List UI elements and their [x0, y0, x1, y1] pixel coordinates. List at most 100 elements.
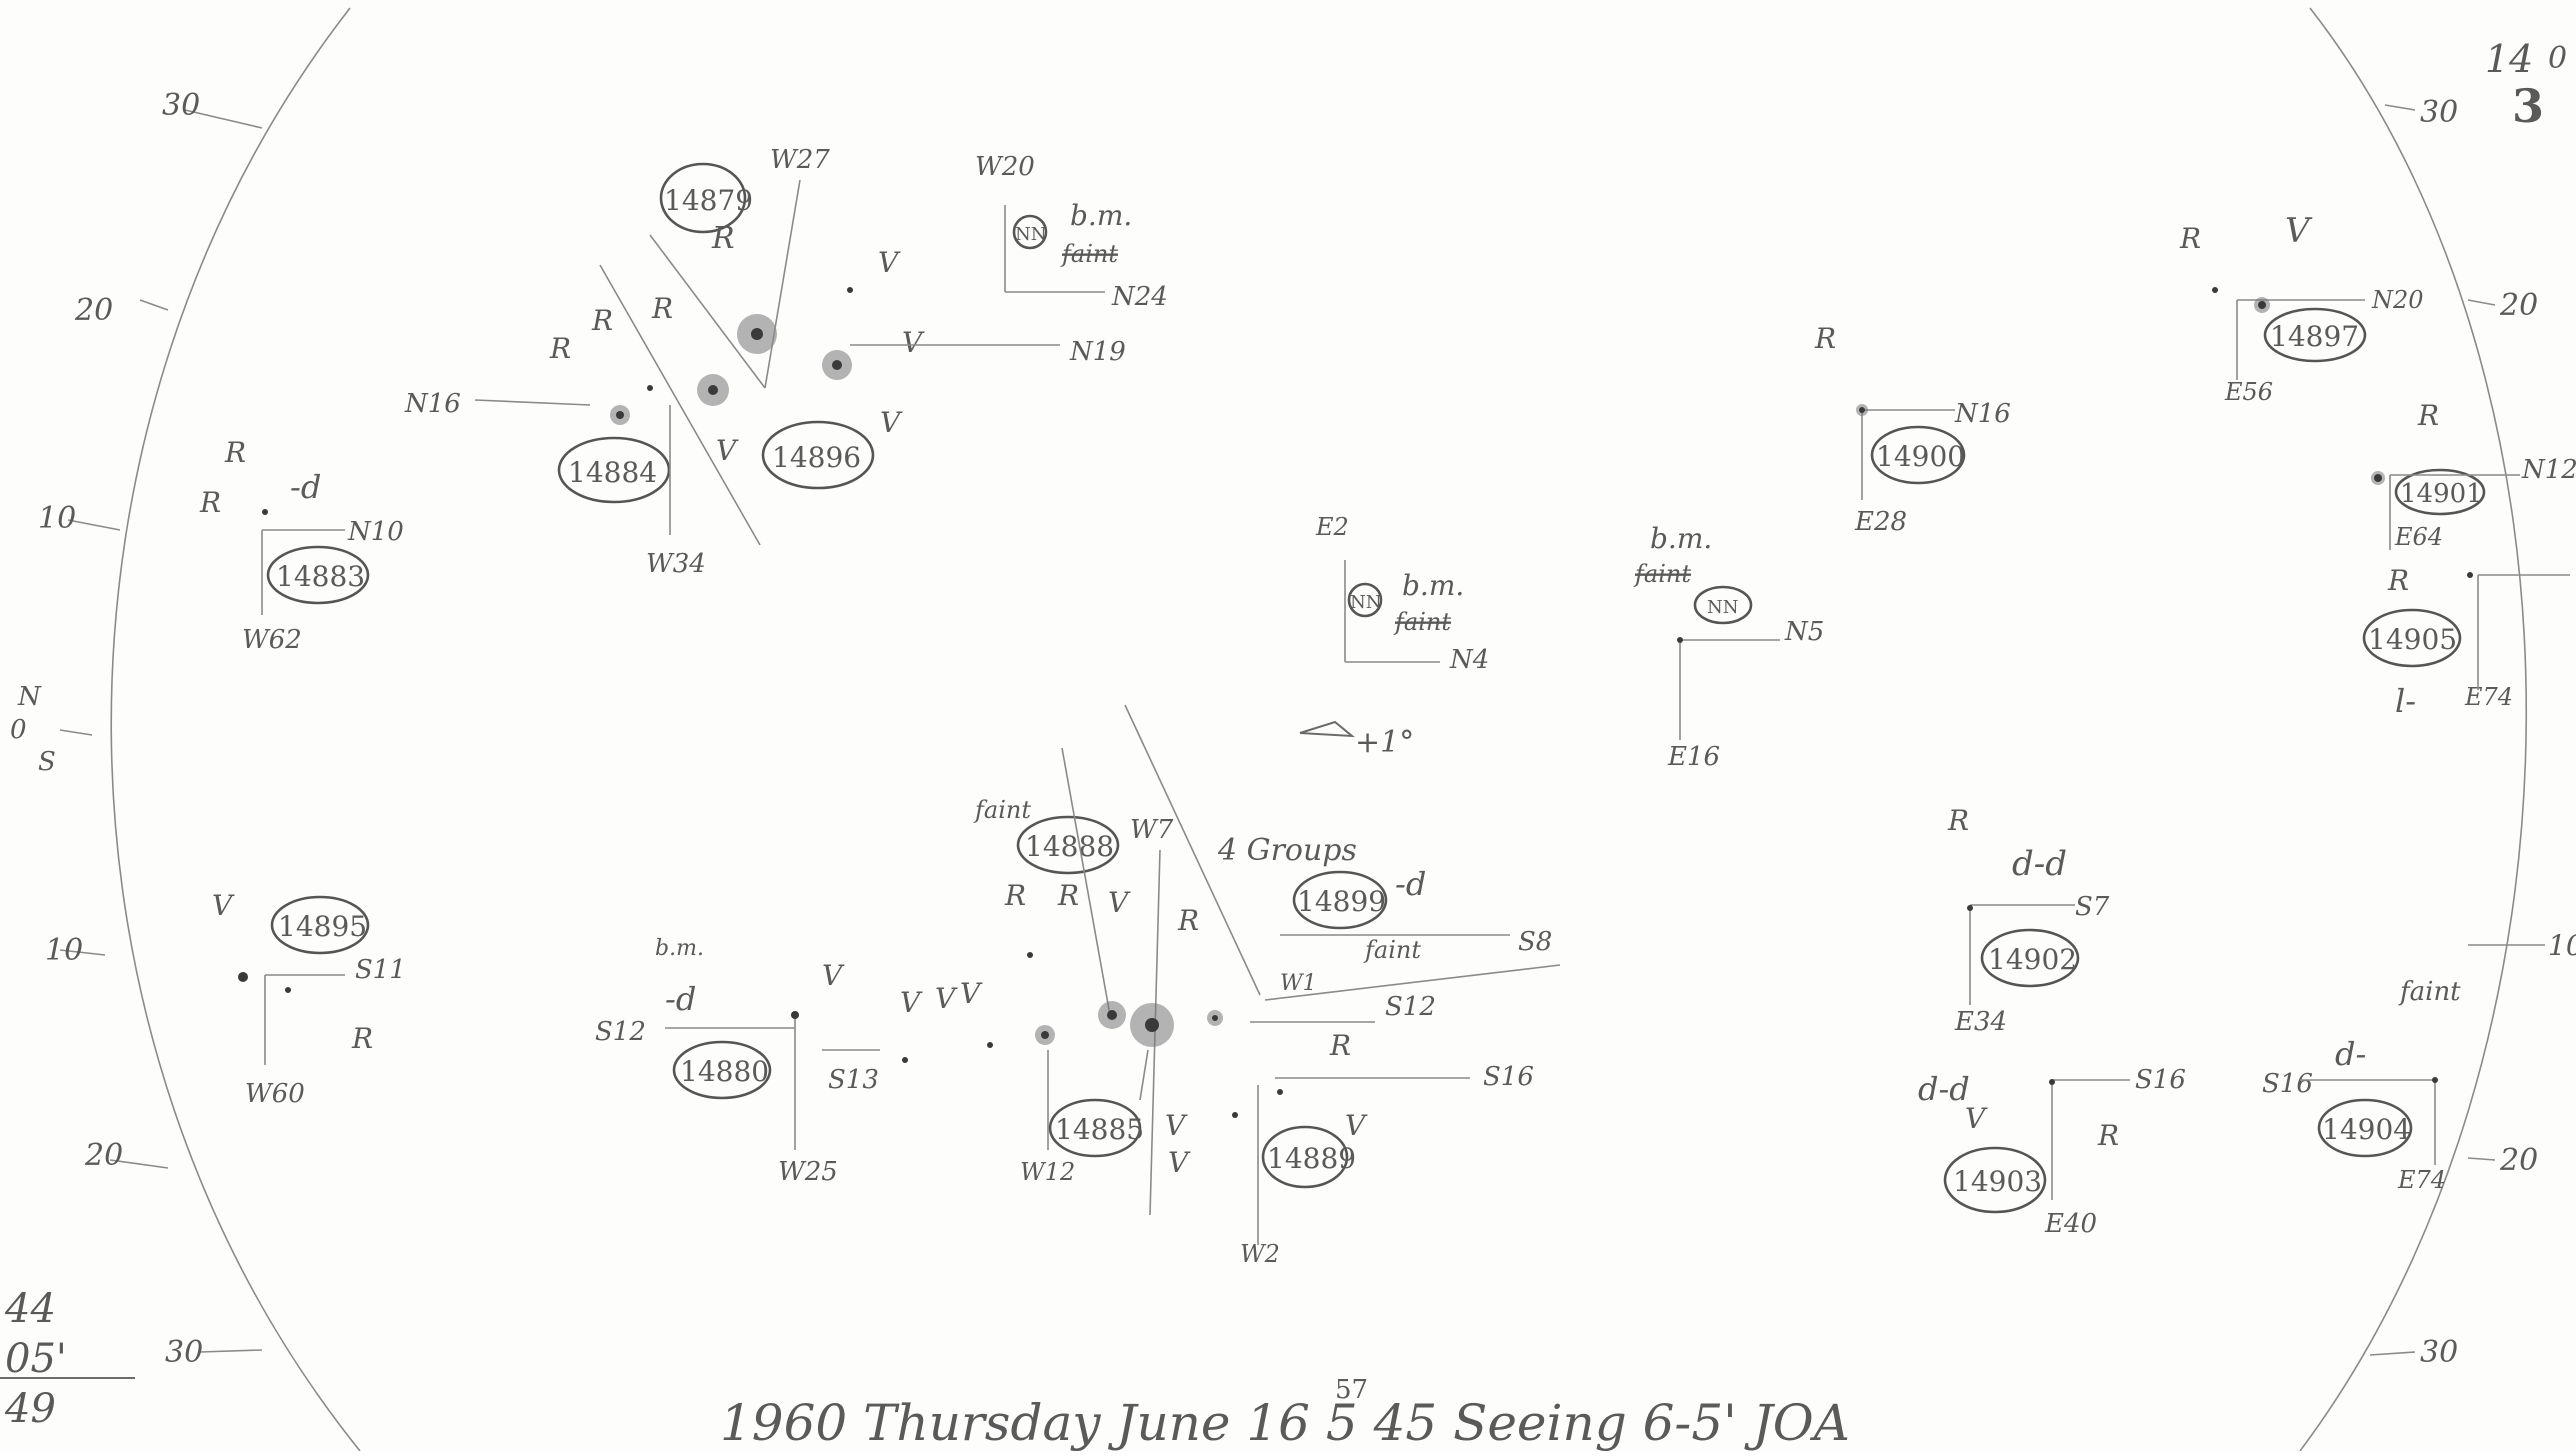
tag: V [900, 986, 923, 1019]
region-number: 14900 [1876, 440, 1965, 473]
svg-text:R: R [2417, 399, 2439, 432]
svg-text:N19: N19 [1069, 337, 1126, 367]
region-14879: 14879 R W27 [599, 145, 830, 546]
svg-text:-d: -d [290, 468, 321, 506]
region-number: 14883 [276, 560, 365, 593]
svg-text:R: R [2097, 1119, 2119, 1152]
right-limb-scale: 30 20 10 20 30 [2369, 95, 2576, 1370]
svg-text:faint: faint [973, 796, 1031, 824]
svg-text:E74: E74 [2464, 683, 2513, 711]
svg-text:b.m.: b.m. [1070, 199, 1132, 232]
svg-text:N10: N10 [347, 517, 404, 547]
region-14905: 14905 R l- E74 [2362, 564, 2570, 720]
svg-text:S13: S13 [828, 1065, 879, 1095]
region-number: 14904 [2322, 1113, 2411, 1146]
svg-text:-d: -d [665, 980, 696, 1018]
svg-text:faint: faint [2398, 977, 2461, 1007]
svg-text:E56: E56 [2224, 378, 2273, 406]
svg-text:faint: faint [1633, 560, 1691, 588]
region-number: 14888 [1025, 830, 1114, 863]
svg-text:R: R [651, 292, 673, 325]
scale-label: 0 [10, 715, 27, 745]
svg-text:d-: d- [2335, 1035, 2366, 1073]
svg-text:V: V [822, 959, 845, 992]
svg-text:S16: S16 [1483, 1062, 1534, 1092]
svg-text:W62: W62 [242, 625, 302, 655]
region-14896: 14896 V V V V N19 [716, 246, 1126, 490]
svg-text:S8: S8 [1518, 927, 1552, 957]
region-number: 14896 [772, 441, 861, 474]
svg-text:V: V [716, 434, 739, 467]
region-number: 14903 [1953, 1165, 2042, 1198]
scale-label: 30 [2420, 1335, 2458, 1370]
svg-text:V: V [1965, 1102, 1988, 1135]
svg-text:R: R [2387, 564, 2409, 597]
scale-label: 30 [162, 88, 200, 123]
region-14901: 14901 R N12 E64 [2371, 399, 2576, 551]
region-14902: 14902 R d-d S7 E34 [1947, 804, 2110, 1037]
svg-text:V: V [880, 406, 903, 439]
svg-text:05': 05' [5, 1336, 67, 1382]
svg-text:NN: NN [1350, 592, 1382, 613]
svg-text:V: V [212, 889, 235, 922]
region-14899: 14899 4 Groups -d faint S8 W1 S12 R S16 [1217, 833, 1561, 1092]
svg-text:b.m.: b.m. [655, 936, 704, 961]
svg-text:N5: N5 [1784, 617, 1824, 647]
region-number: 14899 [1297, 885, 1386, 918]
svg-text:R: R [1814, 322, 1836, 355]
svg-text:W25: W25 [778, 1157, 838, 1187]
svg-text:faint: faint [1363, 936, 1421, 964]
svg-text:S12: S12 [1385, 992, 1436, 1022]
svg-text:44: 44 [4, 1286, 56, 1332]
svg-text:b.m.: b.m. [1650, 522, 1712, 555]
scale-label: 20 [2499, 1143, 2538, 1178]
svg-text:N20: N20 [2371, 286, 2424, 314]
svg-text:R: R [1947, 804, 1969, 837]
region-number: 14897 [2270, 320, 2359, 353]
svg-text:3: 3 [2512, 79, 2544, 133]
region-14888: 14888 faint W7 R R V R V V V [900, 704, 1261, 1216]
scale-label: N [17, 682, 42, 712]
region-14903: 14903 d-d V S16 R E40 [1918, 1065, 2186, 1239]
svg-text:faint: faint [1060, 240, 1118, 268]
svg-text:E28: E28 [1854, 507, 1907, 537]
svg-text:V: V [1108, 886, 1131, 919]
svg-text:l-: l- [2395, 682, 2416, 720]
svg-text:S11: S11 [355, 955, 406, 985]
left-limb-scale: 30 20 10 N 0 S 10 20 30 [10, 88, 263, 1370]
svg-text:NN: NN [1015, 224, 1047, 245]
svg-text:W27: W27 [770, 145, 830, 175]
svg-text:R: R [1057, 879, 1079, 912]
region-number: 14885 [1055, 1113, 1144, 1146]
svg-text:R: R [1329, 1029, 1351, 1062]
scale-label: 10 [2548, 929, 2576, 962]
svg-text:0: 0 [2548, 41, 2567, 76]
svg-text:N12: N12 [2521, 455, 2576, 485]
svg-text:+1°: +1° [1355, 725, 1414, 760]
svg-text:R: R [1177, 904, 1199, 937]
region-14885: 14885 W12 [1020, 1049, 1149, 1186]
center-mark: +1° [1299, 720, 1414, 760]
svg-text:R: R [199, 486, 221, 519]
svg-text:b.m.: b.m. [1402, 569, 1464, 602]
svg-text:W60: W60 [245, 1079, 305, 1109]
svg-text:V: V [1168, 1146, 1191, 1179]
svg-text:S12: S12 [595, 1017, 646, 1047]
region-number: 14902 [1988, 943, 2077, 976]
region-14897: 14897 R V N20 E56 [2179, 211, 2424, 406]
footer-date-line: 1960 Thursday June 16 5 45 Seeing 6-5' J… [720, 1394, 1850, 1451]
svg-text:N16: N16 [404, 389, 461, 419]
svg-text:N4: N4 [1449, 645, 1489, 675]
svg-text:R: R [351, 1022, 373, 1055]
region-number: 14895 [278, 910, 367, 943]
region-number: 14879 [664, 184, 753, 217]
nn-note: NN b.m. faint E2 N4 [1315, 513, 1489, 675]
svg-text:E2: E2 [1315, 513, 1349, 541]
svg-text:V: V [2285, 211, 2313, 251]
nn-note: NN b.m. faint N5 E16 [1633, 522, 1824, 772]
page-number: 14 0 3 [2485, 37, 2567, 133]
svg-text:N16: N16 [1954, 399, 2011, 429]
scale-label: 20 [74, 293, 113, 328]
